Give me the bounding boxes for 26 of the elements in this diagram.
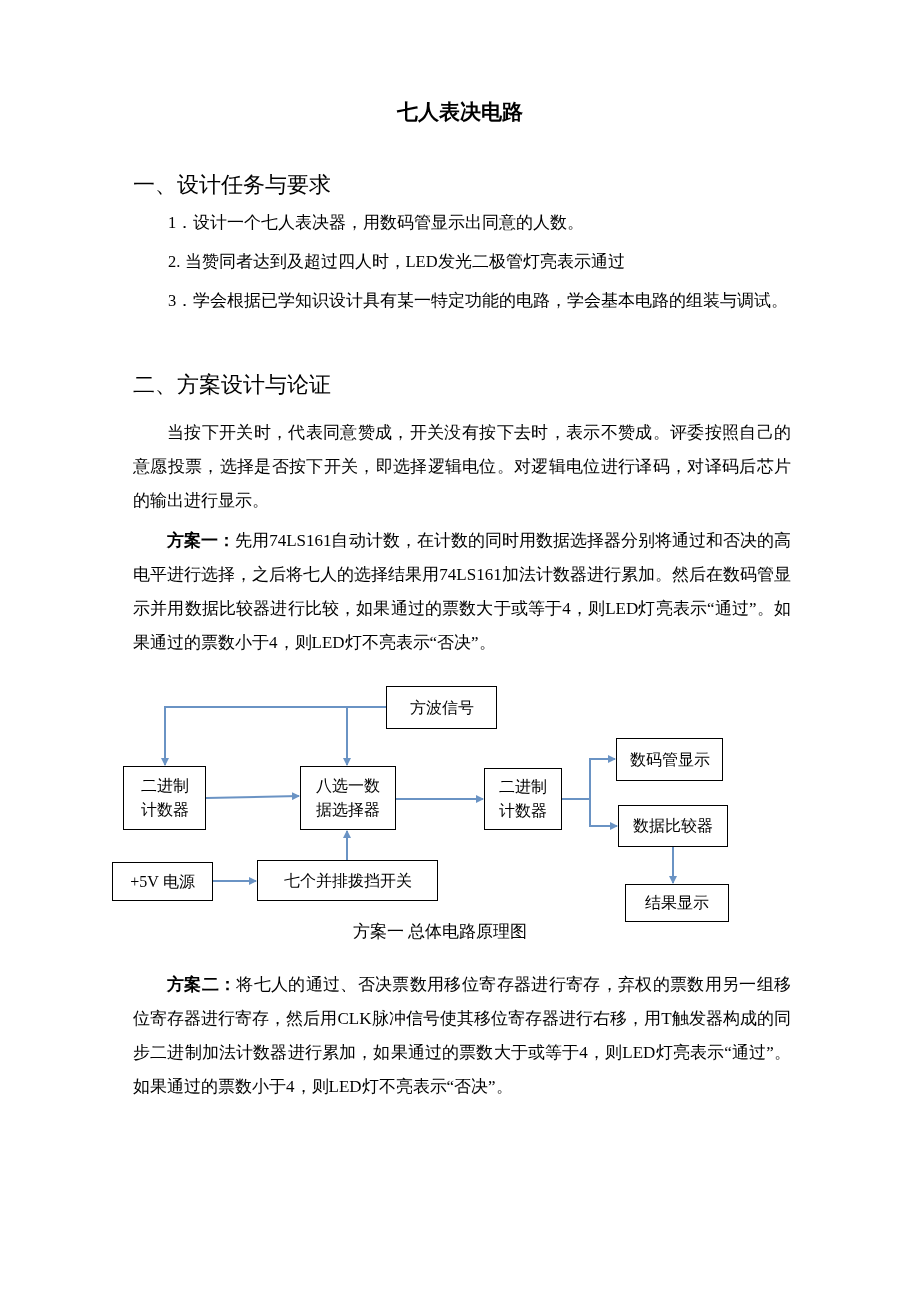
block-box: 数码管显示 bbox=[616, 738, 723, 781]
list-item: 1．设计一个七人表决器，用数码管显示出同意的人数。 bbox=[168, 212, 585, 234]
block-box: 方波信号 bbox=[386, 686, 497, 729]
section-heading: 二、方案设计与论证 bbox=[133, 371, 331, 399]
block-box: +5V 电源 bbox=[112, 862, 213, 901]
arrow bbox=[561, 798, 618, 830]
arrow bbox=[343, 830, 351, 861]
page-title: 七人表决电路 bbox=[396, 99, 524, 126]
figure-caption: 方案一 总体电路原理图 bbox=[351, 921, 529, 943]
list-item: 2. 当赞同者达到及超过四人时，LED发光二极管灯亮表示通过 bbox=[168, 251, 625, 273]
list-item: 3．学会根据已学知识设计具有某一特定功能的电路，学会基本电路的组装与调试。 bbox=[168, 290, 789, 312]
arrow bbox=[395, 795, 484, 803]
paragraph: 当按下开关时，代表同意赞成，开关没有按下去时，表示不赞成。评委按照自己的意愿投票，选择是否按下开关，即选择逻辑电位。对逻辑电位进行译码，对译码后芯片的输出进行显示。 bbox=[133, 422, 791, 512]
block-box: 八选一数据选择器 bbox=[300, 766, 396, 830]
arrow bbox=[205, 792, 300, 801]
block-box: 二进制计数器 bbox=[123, 766, 206, 830]
arrow bbox=[212, 877, 257, 885]
arrow bbox=[343, 706, 387, 766]
paragraph: 方案一：先用74LS161自动计数，在计数的同时用数据选择器分别将通过和否决的高电平进行选择，之后将七人的选择结果用74LS161加法计数器进行累加。然后在数码管显示并用数据比较器进行比较，如果通过的票数大于或等于4，则LED灯亮表示“通过”。如果通过的票数小于4，则LED灯不亮表示“否决”。 bbox=[133, 530, 791, 654]
block-box: 结果显示 bbox=[625, 884, 729, 922]
block-box: 数据比较器 bbox=[618, 805, 728, 847]
block-box: 二进制计数器 bbox=[484, 768, 562, 830]
section-heading: 一、设计任务与要求 bbox=[133, 171, 331, 199]
paragraph: 方案二：将七人的通过、否决票数用移位寄存器进行寄存，弃权的票数用另一组移位寄存器进行寄存，然后用CLK脉冲信号使其移位寄存器进行右移，用T触发器构成的同步二进制加法计数器进行累加，如果通过的票数大于或等于4，则LED灯亮表示“通过”。如果通过的票数小于4，则LED灯不亮表示“否决”。 bbox=[133, 974, 791, 1098]
arrow bbox=[669, 846, 677, 884]
block-box: 七个并排拨挡开关 bbox=[257, 860, 438, 901]
